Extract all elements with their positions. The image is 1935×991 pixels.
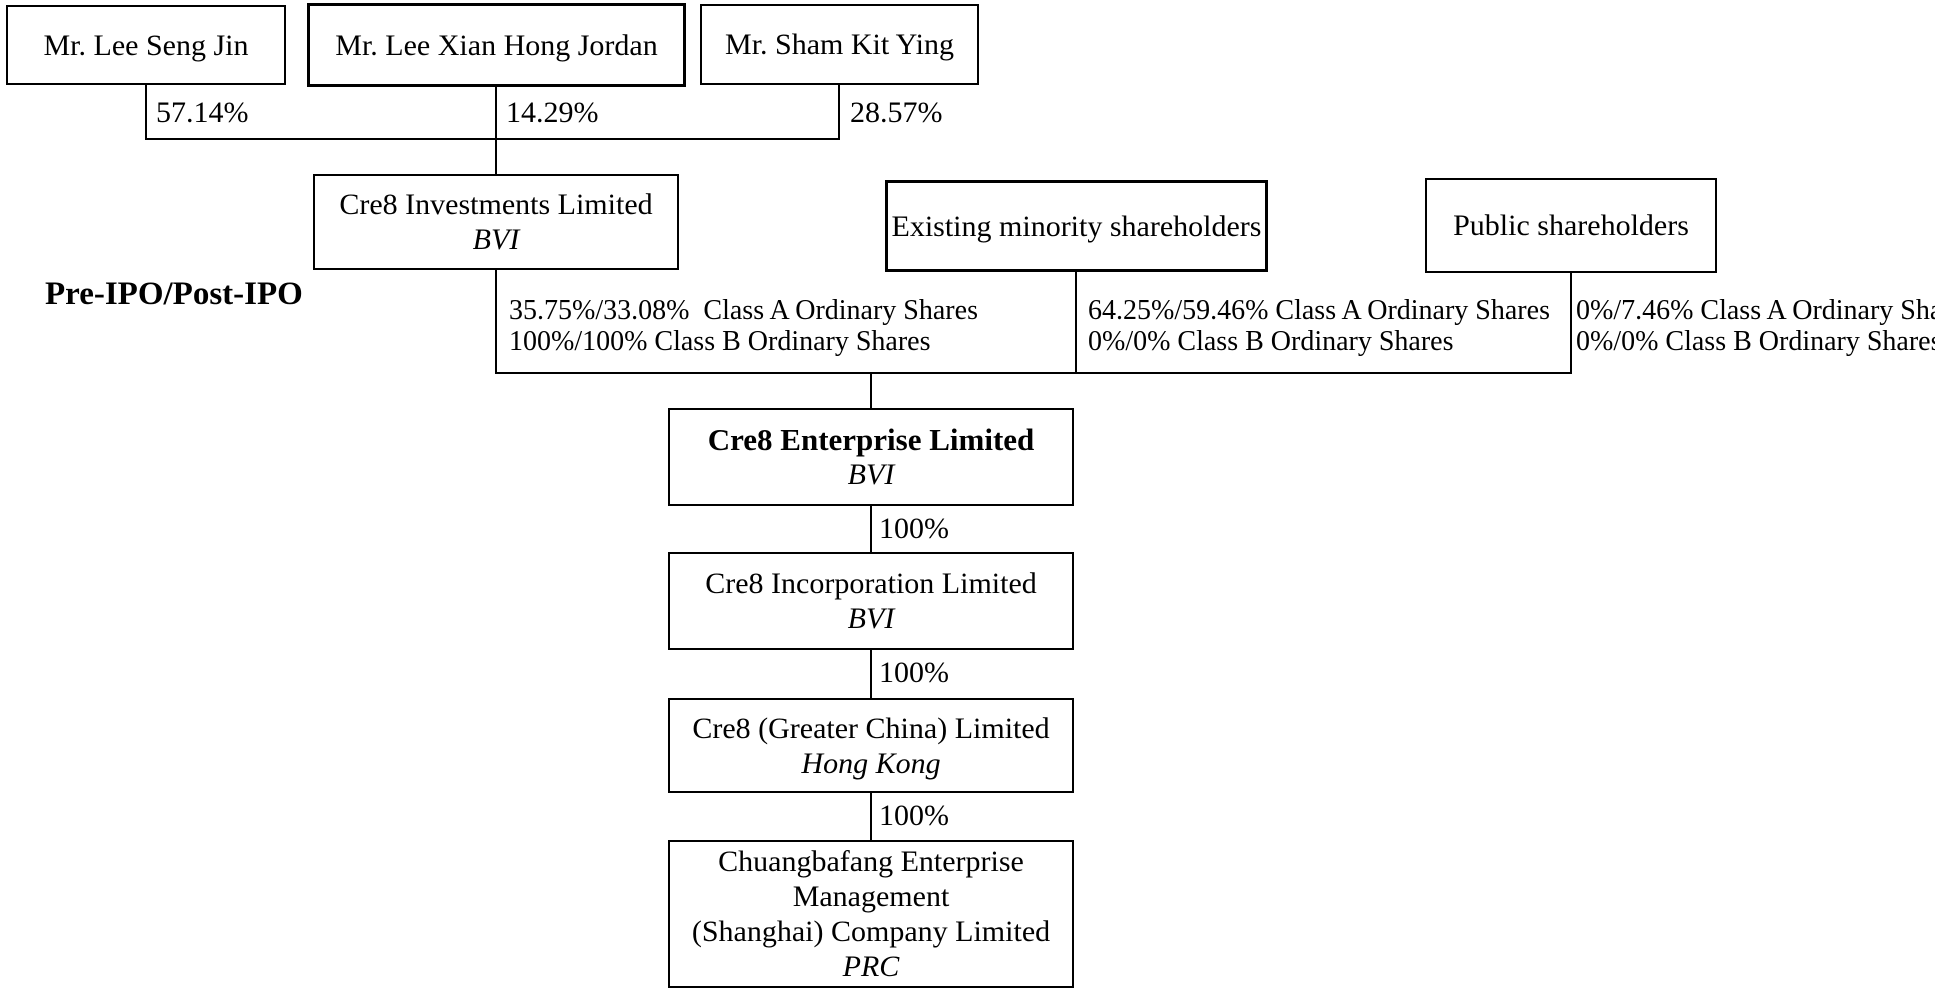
class-b-shares-label: 0%/0% Class B Ordinary Shares — [1576, 326, 1935, 357]
founder-box-sham-kit-ying: Mr. Sham Kit Ying — [700, 4, 979, 85]
ownership-label: 100% — [879, 799, 949, 832]
jurisdiction-label: PRC — [842, 950, 900, 983]
company-name: Cre8 Investments Limited — [339, 188, 653, 221]
company-name: Cre8 (Greater China) Limited — [692, 711, 1050, 745]
jurisdiction-label: BVI — [472, 223, 520, 256]
jurisdiction-label: BVI — [847, 458, 895, 491]
class-b-shares-label: 100%/100% Class B Ordinary Shares — [509, 326, 931, 357]
founder-name: Mr. Sham Kit Ying — [725, 28, 954, 61]
founder-shareholding-label: 57.14% — [156, 96, 249, 129]
shareholder-box-cre8-investments: Cre8 Investments Limited BVI — [313, 174, 679, 270]
connector-minority-drop — [1075, 272, 1077, 374]
jurisdiction-label: BVI — [847, 602, 895, 635]
founder-box-lee-xian-hong-jordan: Mr. Lee Xian Hong Jordan — [307, 3, 686, 87]
company-box-cre8-enterprise: Cre8 Enterprise Limited BVI — [668, 408, 1074, 506]
connector-investments-drop — [495, 270, 497, 374]
shareholder-box-existing-minority: Existing minority shareholders — [885, 180, 1268, 272]
founder-shareholding-label: 14.29% — [506, 96, 599, 129]
company-name: Chuangbafang Enterprise Management (Shan… — [691, 845, 1051, 948]
company-name: Cre8 Incorporation Limited — [705, 567, 1037, 600]
connector-founders-bus — [145, 138, 840, 140]
connector-bus-to-enterprise — [870, 374, 872, 408]
class-a-shares-label: 0%/7.46% Class A Ordinary Shares — [1576, 295, 1935, 326]
class-a-shares-label: 64.25%/59.46% Class A Ordinary Shares — [1088, 295, 1550, 326]
shareholder-name: Public shareholders — [1453, 209, 1689, 242]
connector-public-drop — [1570, 273, 1572, 374]
jurisdiction-label: Hong Kong — [801, 746, 941, 780]
company-box-cre8-incorporation: Cre8 Incorporation Limited BVI — [668, 552, 1074, 650]
connector-enterprise-to-incorporation — [870, 506, 872, 552]
shareholder-name: Existing minority shareholders — [891, 209, 1262, 243]
company-box-chuangbafang: Chuangbafang Enterprise Management (Shan… — [668, 840, 1074, 988]
founder-name: Mr. Lee Xian Hong Jordan — [335, 28, 658, 62]
founder-box-lee-seng-jin: Mr. Lee Seng Jin — [6, 5, 286, 85]
stage-label: Pre-IPO/Post-IPO — [45, 276, 303, 312]
share-block-public: 0%/7.46% Class A Ordinary Shares 0%/0% C… — [1576, 295, 1935, 357]
founder-shareholding-label: 28.57% — [850, 96, 943, 129]
connector-founder1-drop — [145, 85, 147, 140]
share-block-cre8-investments: 35.75%/33.08% Class A Ordinary Shares 10… — [509, 295, 978, 357]
connector-founder2-drop — [495, 87, 497, 174]
connector-incorporation-to-greater-china — [870, 650, 872, 698]
founder-name: Mr. Lee Seng Jin — [43, 28, 249, 62]
share-block-existing-minority: 64.25%/59.46% Class A Ordinary Shares 0%… — [1088, 295, 1550, 357]
ownership-label: 100% — [879, 656, 949, 689]
connector-shareholders-bus — [495, 372, 1572, 374]
company-name: Cre8 Enterprise Limited — [707, 422, 1035, 457]
connector-founder3-drop — [838, 85, 840, 140]
company-box-cre8-greater-china: Cre8 (Greater China) Limited Hong Kong — [668, 698, 1074, 793]
class-a-shares-label: 35.75%/33.08% Class A Ordinary Shares — [509, 295, 978, 326]
ownership-label: 100% — [879, 512, 949, 545]
class-b-shares-label: 0%/0% Class B Ordinary Shares — [1088, 326, 1454, 357]
shareholder-box-public: Public shareholders — [1425, 178, 1717, 273]
connector-greater-china-to-chuangbafang — [870, 793, 872, 840]
